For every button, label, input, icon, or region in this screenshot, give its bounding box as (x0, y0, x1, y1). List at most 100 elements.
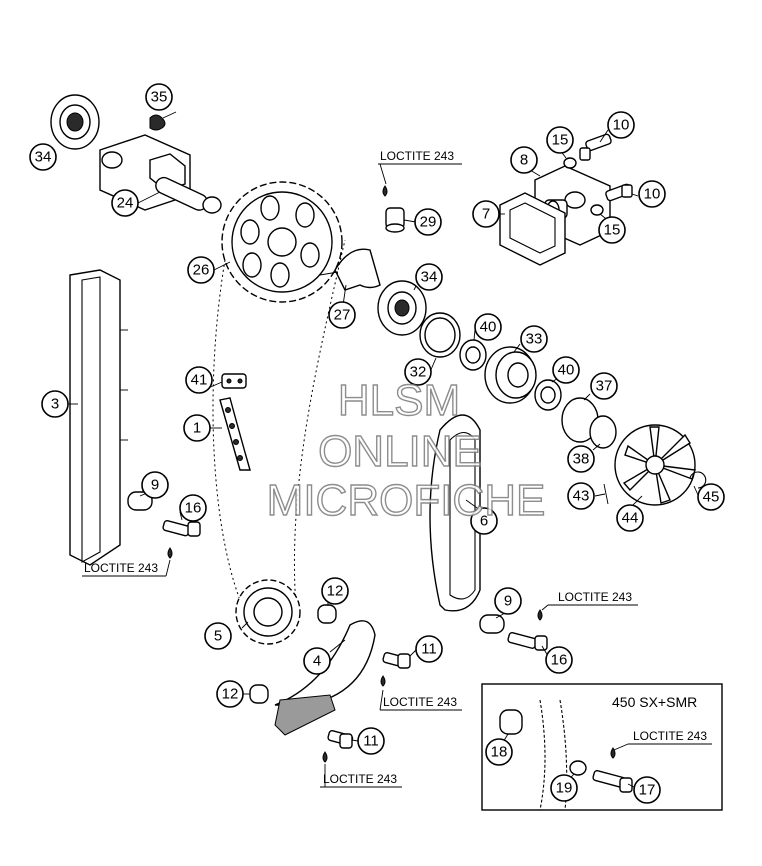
svg-text:35: 35 (151, 89, 168, 106)
pin-27 (319, 248, 381, 291)
callout-34-middle: 34 (415, 263, 443, 291)
svg-text:4: 4 (313, 653, 321, 670)
svg-text:10: 10 (644, 186, 661, 203)
screw-29 (382, 185, 405, 233)
callout-5: 5 (204, 622, 232, 650)
svg-text:27: 27 (334, 307, 351, 324)
svg-text:18: 18 (491, 744, 508, 761)
loctite-label-top: LOCTITE 243 (378, 149, 462, 185)
callout-15-top: 15 (546, 126, 574, 154)
loctite-label-left: LOCTITE 243 (82, 559, 171, 577)
svg-text:12: 12 (222, 686, 239, 703)
callout-12-upper: 12 (321, 577, 349, 605)
timing-chain-1 (219, 397, 251, 471)
watermark: HLSM ONLINE MICROFICHE (266, 375, 546, 525)
callout-7: 7 (472, 200, 500, 228)
bearing-40-upper (459, 339, 487, 371)
callout-10-top: 10 (607, 111, 635, 139)
spring-35 (149, 111, 177, 131)
loctite-text: LOCTITE 243 (380, 149, 454, 163)
svg-text:16: 16 (551, 652, 568, 669)
screw-16-right (507, 609, 548, 651)
callout-41: 41 (185, 366, 213, 394)
callout-6: 6 (470, 507, 498, 535)
svg-text:9: 9 (151, 477, 159, 494)
callout-33: 33 (520, 325, 548, 353)
callout-18: 18 (485, 738, 513, 766)
svg-text:40: 40 (558, 362, 575, 379)
svg-text:40: 40 (480, 319, 497, 336)
guide-rail-4 (274, 620, 376, 736)
svg-text:6: 6 (480, 513, 488, 530)
bearing-40-lower (534, 379, 562, 411)
callout-17: 17 (633, 776, 661, 804)
callout-40-lower: 40 (552, 356, 580, 384)
washer-15-bottom (590, 204, 604, 216)
callout-32: 32 (404, 358, 432, 386)
svg-text:33: 33 (526, 331, 543, 348)
housing-33 (484, 346, 537, 404)
svg-text:11: 11 (363, 733, 379, 750)
svg-text:5: 5 (214, 628, 222, 645)
callout-24: 24 (111, 189, 139, 217)
svg-text:8: 8 (520, 152, 528, 169)
callout-35: 35 (145, 83, 173, 111)
callout-9-left: 9 (141, 471, 169, 499)
crankshaft-sprocket-5 (235, 579, 301, 645)
screw-10-top (579, 133, 612, 161)
loctite-label-bottom: LOCTITE 243 (320, 764, 402, 788)
svg-text:38: 38 (573, 451, 590, 468)
svg-text:37: 37 (596, 378, 613, 395)
screw-16-left (162, 519, 201, 559)
loctite-text: LOCTITE 243 (383, 695, 457, 709)
loctite-text: LOCTITE 243 (84, 561, 158, 575)
callout-11-upper: 11 (415, 635, 443, 663)
svg-text:7: 7 (482, 206, 490, 223)
bearing-34-top (50, 94, 100, 150)
impeller-44 (614, 424, 696, 506)
chain-lock-41 (221, 373, 247, 389)
tensioning-rail-6 (429, 414, 481, 612)
svg-text:44: 44 (622, 510, 639, 527)
svg-text:41: 41 (191, 372, 208, 389)
svg-text:45: 45 (703, 489, 720, 506)
callout-26: 26 (187, 256, 215, 284)
loctite-text: LOCTITE 243 (558, 590, 632, 604)
callout-4: 4 (303, 647, 331, 675)
bush-12-upper (317, 604, 337, 624)
svg-text:32: 32 (410, 364, 427, 381)
loctite-label-center: LOCTITE 243 (379, 689, 462, 711)
callout-3: 3 (41, 390, 69, 418)
camshaft-sprocket-26 (221, 181, 343, 303)
callout-44: 44 (616, 504, 644, 532)
screw-11-lower (322, 729, 354, 763)
svg-text:34: 34 (35, 149, 52, 166)
callout-11-lower: 11 (357, 727, 385, 755)
callout-27: 27 (328, 301, 356, 329)
loctite-text: LOCTITE 243 (323, 772, 397, 786)
washer-15-top (563, 157, 577, 169)
svg-text:15: 15 (604, 222, 621, 239)
svg-text:11: 11 (421, 641, 437, 658)
callout-34-top: 34 (29, 143, 57, 171)
bush-9-right (479, 614, 505, 634)
loctite-label-right: LOCTITE 243 (541, 590, 638, 611)
callout-16-left: 16 (179, 494, 207, 522)
svg-text:43: 43 (573, 488, 590, 505)
callout-40-upper: 40 (474, 313, 502, 341)
bush-12-lower (249, 684, 269, 704)
camshaft-24 (99, 134, 222, 214)
svg-text:26: 26 (193, 262, 210, 279)
callout-29: 29 (414, 208, 442, 236)
svg-text:29: 29 (420, 214, 437, 231)
svg-text:12: 12 (327, 583, 344, 600)
inset-box-450-sx-smr (481, 683, 723, 811)
screw-11-upper (380, 651, 411, 687)
callout-9-right: 9 (494, 587, 522, 615)
svg-text:19: 19 (556, 780, 573, 797)
callout-8: 8 (510, 146, 538, 174)
callout-45: 45 (697, 483, 725, 511)
callout-16-right: 16 (545, 646, 573, 674)
svg-text:3: 3 (51, 396, 59, 413)
